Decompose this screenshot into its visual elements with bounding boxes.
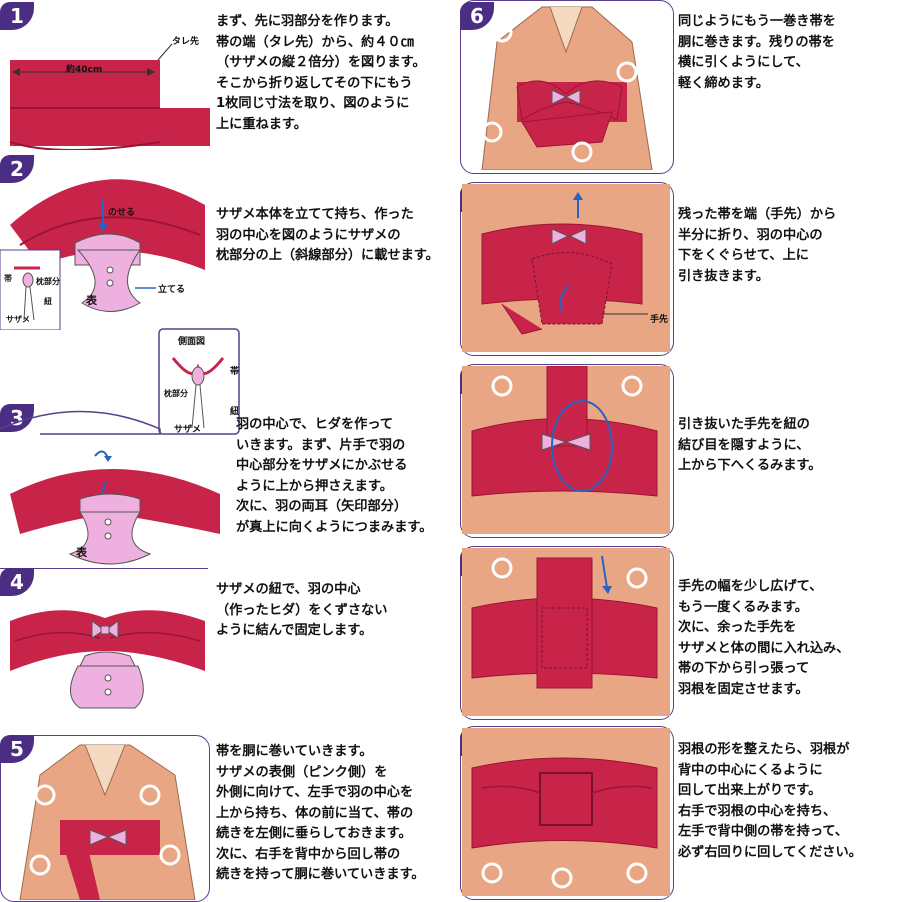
step-6-text: 同じようにもう一巻き帯を 胴に巻きます。残りの帯を 横に引くようにして、 軽く締… (678, 14, 836, 91)
step-4-text: サザメの紐で、羽の中心 （作ったヒダ）をくずさない ように結んで固定します。 (216, 582, 388, 638)
step-1-label-length: 約40cm (66, 65, 103, 75)
step-2-illustration (0, 179, 205, 330)
step-7-illustration (462, 184, 670, 352)
step-10-text: 羽根の形を整えたら、羽根が 背中の中心にくるように 回して出来上がりです。 右手… (678, 742, 862, 860)
step-2-label-omote: 表 (86, 294, 97, 307)
step-3-side-view (158, 328, 240, 435)
step-6-illustration (481, 6, 653, 170)
step-3-text: 羽の中心で、ヒダを作って いきます。まず、片手で羽の 中心部分をサザメにかぶせる… (236, 417, 433, 535)
step-9-text: 手先の幅を少し広げて、 もう一度くるみます。 次に、余った手先を サザメと体の間… (678, 579, 850, 697)
step-9-illustration (462, 548, 670, 716)
step-2-label-noseru: のせる (108, 208, 136, 218)
step-3-illustration (0, 410, 220, 565)
step-2-label-himo: 紐 (44, 297, 52, 306)
step-3-label-omote: 表 (76, 546, 87, 559)
step-2-text: サザメ本体を立てて持ち、作った 羽の中心を図のようにサザメの 枕部分の上（斜線部… (216, 207, 439, 263)
step-5-text: 帯を胴に巻いていきます。 サザメの表側（ピンク側）を 外側に向けて、左手で羽の中… (216, 744, 425, 882)
step-3-label-side: 側面図 (178, 337, 206, 347)
step-8-illustration (462, 366, 670, 534)
step-4-illustration (10, 610, 205, 709)
step-5-number: 5 (0, 735, 34, 763)
step-1-illustration (9, 43, 210, 150)
step-1-label-tare: タレ先 (172, 37, 200, 47)
step-3-number: 3 (0, 404, 34, 432)
step-1-text: まず、先に羽部分を作ります。 帯の端（タレ先）から、約４０㎝ （サザメの縦２倍分… (216, 14, 426, 132)
step-7-label-tesaki: 手先 (650, 315, 669, 325)
step-3-label-obi: 帯 (230, 367, 240, 377)
step-2-label-tateru: 立てる (158, 285, 186, 295)
step-10-illustration (462, 728, 670, 896)
step-3-label-himo: 紐 (230, 407, 240, 417)
step-2-label-sazame: サザメ (6, 315, 30, 324)
step-6-number: 6 (460, 2, 494, 30)
step-2-label-makura: 枕部分 (36, 277, 60, 286)
step-5-illustration (19, 744, 196, 900)
step-7-text: 残った帯を端（手先）から 半分に折り、羽の中心の 下をくぐらせて、上に 引き抜き… (678, 207, 837, 284)
step-8-text: 引き抜いた手先を紐の 結び目を隠すように、 上から下へくるみます。 (678, 417, 822, 473)
step-3-label-makura: 枕部分 (164, 389, 188, 398)
step-2-label-obi: 帯 (4, 274, 12, 283)
step-3-label-sazame: サザメ (174, 425, 202, 435)
